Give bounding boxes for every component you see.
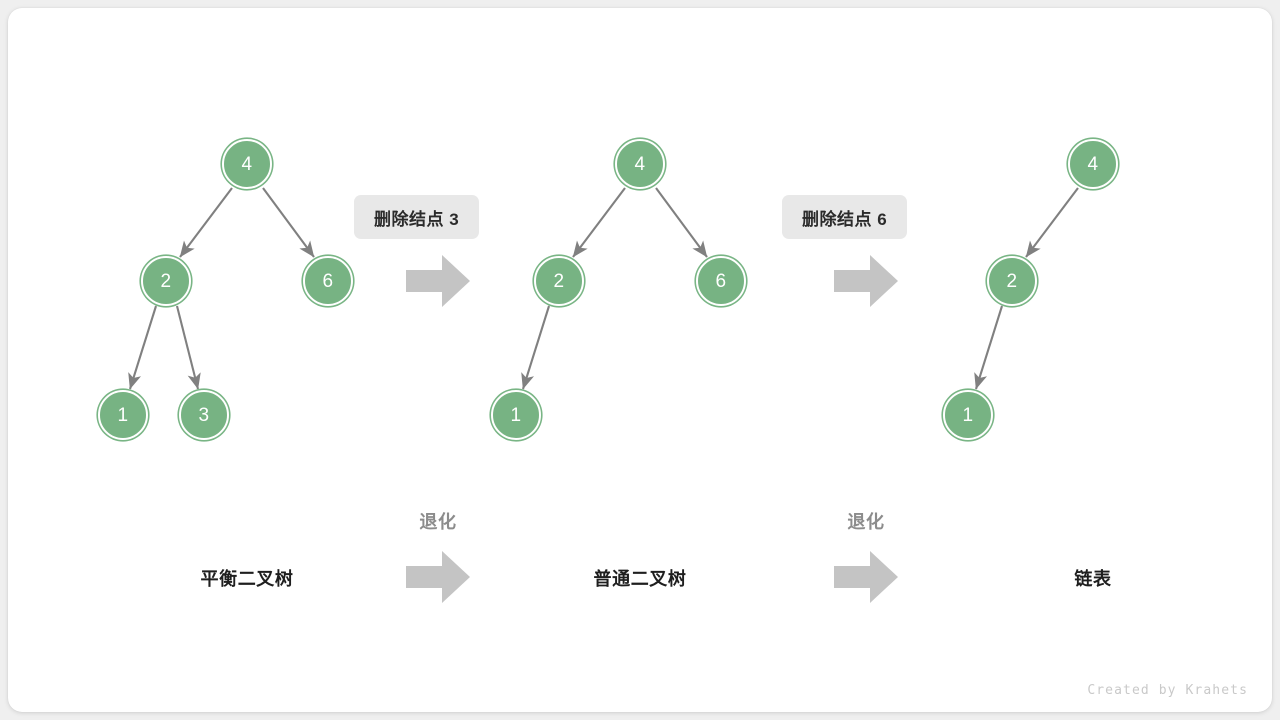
operation-label-delete-6: 删除结点 6 <box>782 195 908 239</box>
figure-card: 4 2 6 1 3 4 2 6 1 4 2 1 删除结点 3 删除结点 6 退化… <box>8 8 1272 712</box>
tree-node[interactable]: 2 <box>987 256 1037 306</box>
operation-label-delete-3: 删除结点 3 <box>354 195 480 239</box>
degenerate-arrow-icon <box>406 549 470 605</box>
degenerate-arrow-icon <box>834 549 898 605</box>
tree-node[interactable]: 4 <box>1068 139 1118 189</box>
tree-node[interactable]: 6 <box>696 256 746 306</box>
tree-node[interactable]: 3 <box>179 390 229 440</box>
transition-arrow-icon <box>834 253 898 309</box>
tree-node[interactable]: 4 <box>615 139 665 189</box>
tree-node[interactable]: 6 <box>303 256 353 306</box>
edge-2-3 <box>175 305 201 390</box>
edge-2-1 <box>128 305 158 390</box>
tree-edges <box>128 187 1079 390</box>
edge-2-1 <box>521 305 551 390</box>
tree-node[interactable]: 1 <box>491 390 541 440</box>
tree-node[interactable]: 4 <box>222 139 272 189</box>
tree-node[interactable]: 2 <box>534 256 584 306</box>
tree-node[interactable]: 2 <box>141 256 191 306</box>
transition-arrow-icon <box>406 253 470 309</box>
edge-4-6 <box>262 187 315 258</box>
edge-4-2 <box>1025 187 1079 258</box>
watermark: Created by Krahets <box>1087 683 1248 698</box>
diagram-stage: 4 2 6 1 3 4 2 6 1 4 2 1 删除结点 3 删除结点 6 退化… <box>8 8 1272 712</box>
tree-node[interactable]: 1 <box>943 390 993 440</box>
edge-4-2 <box>572 187 626 258</box>
edge-2-1 <box>974 305 1004 390</box>
caption-ordinary-binary-tree: 普通二叉树 <box>593 569 687 589</box>
tree-node[interactable]: 1 <box>98 390 148 440</box>
degenerate-label: 退化 <box>419 512 457 532</box>
caption-balanced-binary-tree: 平衡二叉树 <box>200 569 294 589</box>
degenerate-label: 退化 <box>847 512 885 532</box>
edge-4-6 <box>655 187 708 258</box>
caption-linked-list: 链表 <box>1074 569 1112 589</box>
edge-4-2 <box>179 187 233 258</box>
